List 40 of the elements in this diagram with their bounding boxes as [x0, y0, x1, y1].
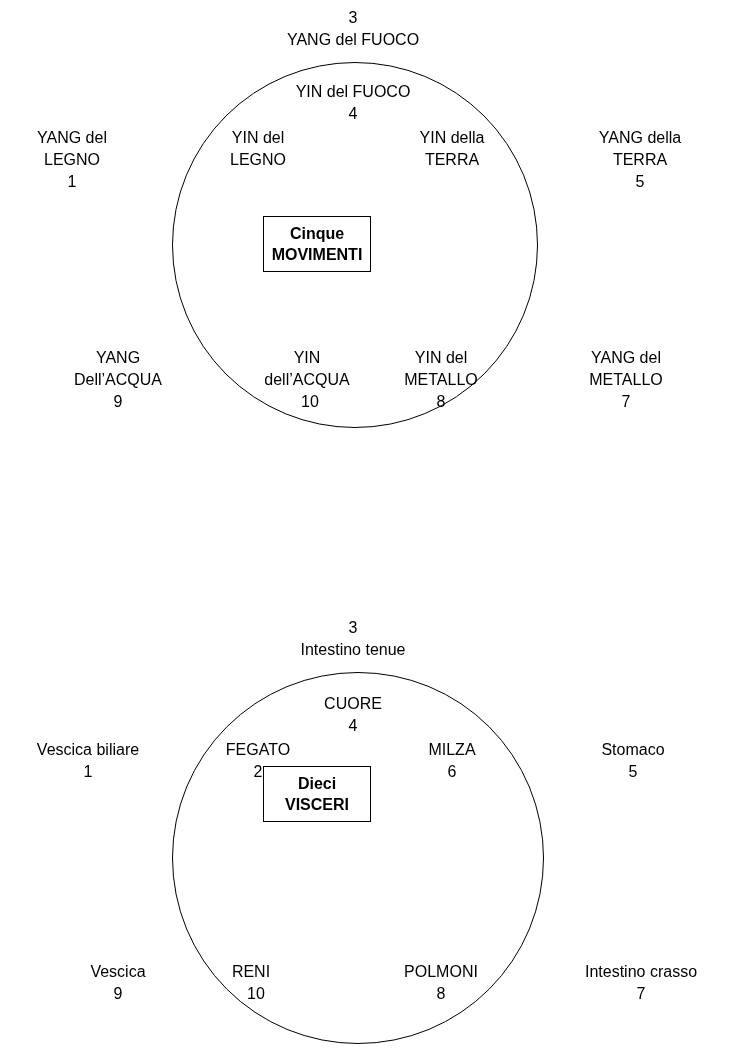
organ-label: Intestino crasso: [584, 962, 698, 982]
number-label: 10: [247, 984, 265, 1004]
organ-label: MILZA: [428, 740, 476, 760]
organ-label: FEGATO: [225, 740, 291, 760]
title-box: Cinque MOVIMENTI: [263, 216, 371, 272]
organ-label: POLMONI: [404, 962, 478, 982]
number-label: 6: [447, 762, 457, 782]
element-label: YIN del LEGNO: [229, 128, 287, 170]
element-label: YANG del METALLO: [588, 348, 664, 390]
number-label: 9: [113, 984, 123, 1004]
number-label: 3: [348, 618, 358, 638]
element-label: YIN dell’ACQUA: [263, 348, 351, 390]
organ-label: Stomaco: [601, 740, 665, 760]
number-label: 9: [113, 392, 123, 412]
number-label: 1: [67, 172, 77, 192]
element-label: YIN della TERRA: [418, 128, 486, 170]
number-label: 1: [83, 762, 93, 782]
element-label: YIN del METALLO: [403, 348, 479, 390]
number-label: 2: [253, 762, 263, 782]
organ-label: Vescica biliare: [36, 740, 140, 760]
number-label: 5: [628, 762, 638, 782]
number-label: 5: [635, 172, 645, 192]
element-label: YANG Dell’ACQUA: [73, 348, 163, 390]
number-label: 7: [621, 392, 631, 412]
number-label: 3: [348, 8, 358, 28]
organ-label: Vescica: [90, 962, 146, 982]
number-label: 7: [636, 984, 646, 1004]
number-label: 4: [348, 104, 358, 124]
organ-label: CUORE: [324, 694, 382, 714]
number-label: 8: [436, 984, 446, 1004]
element-label: YANG del LEGNO: [36, 128, 108, 170]
element-label: YANG della TERRA: [597, 128, 683, 170]
number-label: 10: [301, 392, 319, 412]
organ-label: Intestino tenue: [300, 640, 406, 660]
number-label: 4: [348, 716, 358, 736]
organ-label: RENI: [231, 962, 271, 982]
title-box: Dieci VISCERI: [263, 766, 371, 822]
number-label: 8: [436, 392, 446, 412]
element-label: YIN del FUOCO: [295, 82, 411, 102]
element-label: YANG del FUOCO: [286, 30, 420, 50]
